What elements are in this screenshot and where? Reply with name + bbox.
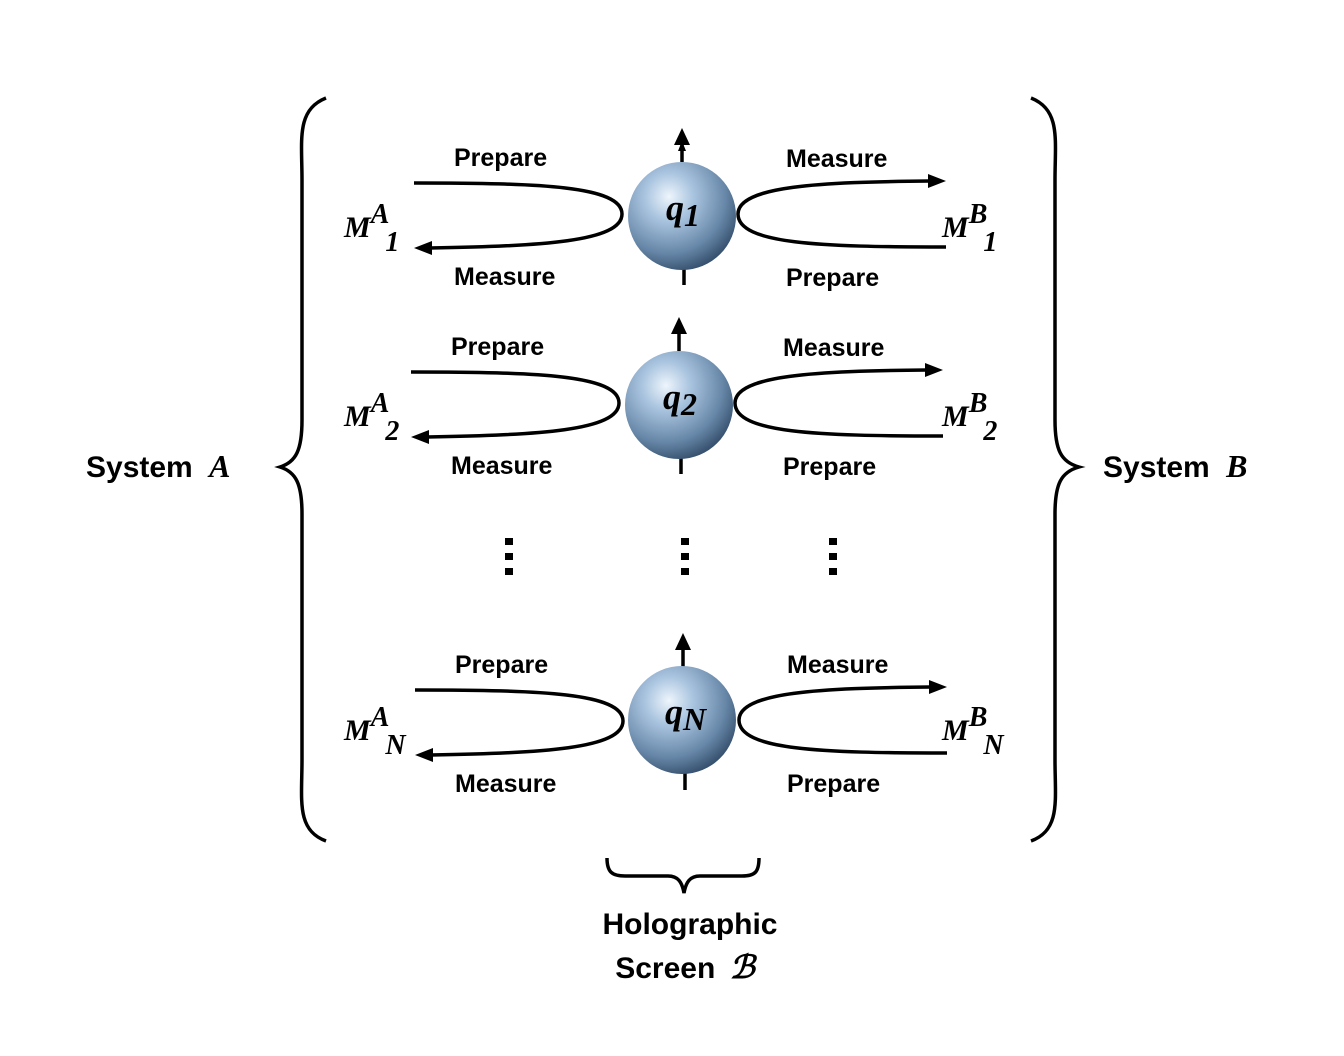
- left-measure-label: Measure: [451, 452, 553, 480]
- qubit-label: q1: [666, 188, 700, 233]
- left-measure-label: Measure: [454, 263, 556, 291]
- system-a-var: A: [207, 448, 230, 484]
- right-arrow-head: [928, 174, 946, 188]
- right-prepare-label: Prepare: [787, 770, 880, 798]
- left-measure-label: Measure: [455, 770, 557, 798]
- left-arrow-head: [415, 748, 433, 762]
- qubit-label: qN: [665, 692, 708, 737]
- system-b-var: B: [1225, 448, 1247, 484]
- ellipsis-left: [505, 538, 513, 575]
- spin-arrow-head: [674, 128, 690, 145]
- left-loop: [413, 181, 624, 250]
- system-b-label: System B: [1103, 448, 1247, 484]
- left-prepare-label: Prepare: [451, 333, 544, 361]
- right-loop: [733, 368, 944, 438]
- left-prepare-label: Prepare: [454, 144, 547, 172]
- system-b-brace: [1030, 96, 1086, 843]
- right-measure-label: Measure: [787, 651, 889, 679]
- right-arrow-head: [929, 680, 947, 694]
- ellipsis-center: [681, 538, 689, 575]
- screen-word: Screen: [615, 952, 715, 985]
- right-loop: [736, 179, 947, 249]
- screen-symbol: ℬ: [730, 949, 758, 985]
- spin-arrow-head: [675, 633, 691, 650]
- qubit-sphere: [625, 351, 733, 459]
- left-arrow-head: [411, 430, 429, 444]
- system-a-label: System A: [86, 448, 230, 484]
- ellipsis-right: [829, 538, 837, 575]
- spin-arrow-head: [671, 317, 687, 334]
- left-loop: [410, 370, 621, 439]
- right-loop: [737, 685, 948, 755]
- right-prepare-label: Prepare: [786, 264, 879, 292]
- qubit-sphere: [628, 162, 736, 270]
- left-loop: [414, 688, 625, 757]
- system-b-word: System: [1103, 451, 1210, 484]
- right-measure-label: Measure: [783, 334, 885, 362]
- right-prepare-label: Prepare: [783, 453, 876, 481]
- screen-brace: [605, 857, 761, 894]
- qubit-label: q2: [663, 377, 697, 422]
- left-arrow-head: [414, 241, 432, 255]
- screen-label-line1: Holographic: [602, 908, 777, 941]
- system-a-brace: [274, 96, 327, 843]
- screen-label-line2: Screen ℬ: [615, 949, 757, 985]
- right-arrow-head: [925, 363, 943, 377]
- left-prepare-label: Prepare: [455, 651, 548, 679]
- right-measure-label: Measure: [786, 145, 888, 173]
- system-a-word: System: [86, 451, 193, 484]
- qubit-sphere: [628, 666, 736, 774]
